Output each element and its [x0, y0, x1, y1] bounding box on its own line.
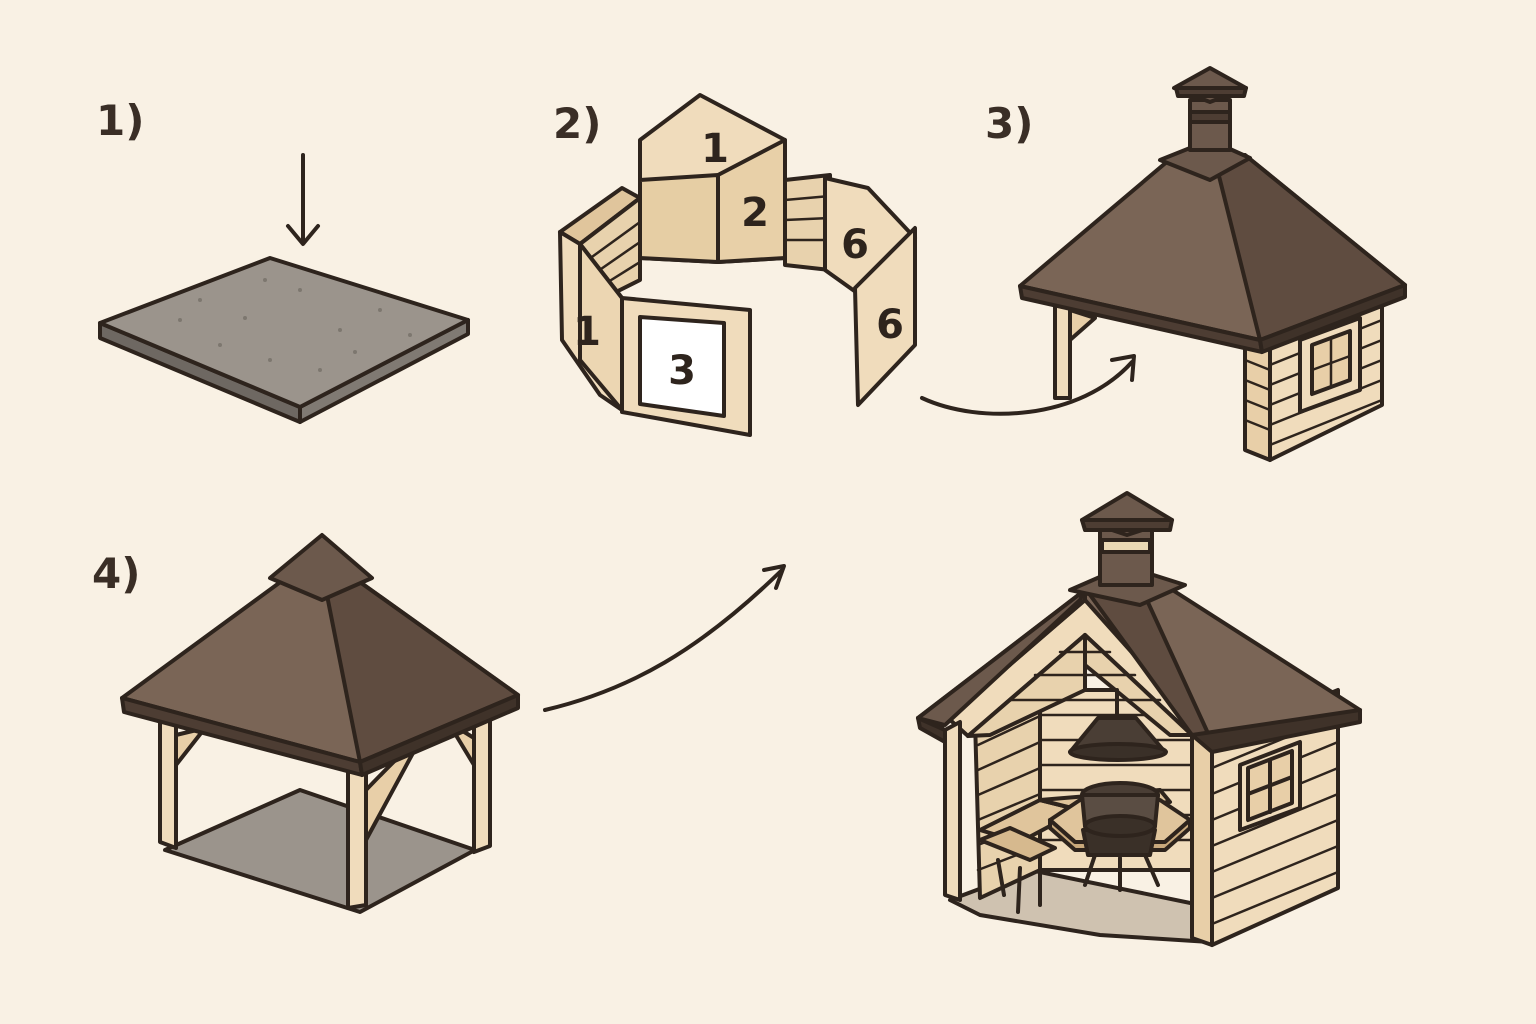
- step-1-foundation: 1): [96, 96, 470, 424]
- panel-number: 1: [573, 309, 601, 355]
- step-2-wall-panels: 2) 1 2 6 1 3: [553, 93, 917, 437]
- support-post: [346, 766, 368, 910]
- step-3-label: 3): [985, 99, 1033, 148]
- step-4-pavilion: 4): [92, 533, 520, 914]
- smoke-hood-icon: [1068, 688, 1168, 762]
- step-4-label: 4): [92, 549, 140, 598]
- concrete-slab: [98, 256, 470, 424]
- roof: [120, 533, 520, 777]
- panel-number: 6: [841, 222, 869, 268]
- curved-arrow-icon: [543, 564, 786, 712]
- down-arrow-icon: [286, 153, 320, 246]
- window-icon: [1238, 740, 1302, 832]
- curved-arrow-icon: [920, 354, 1136, 416]
- finished-grill-hut: [916, 491, 1362, 947]
- panel-number: 1: [701, 126, 729, 172]
- panel-number: 6: [876, 302, 904, 348]
- panel-number: 3: [668, 348, 696, 394]
- chimney-icon: [1172, 66, 1248, 152]
- panel-number: 2: [741, 190, 769, 236]
- roof: [1018, 138, 1407, 354]
- step-1-label: 1): [96, 96, 144, 145]
- grill-icon: [1080, 781, 1160, 892]
- chimney-icon: [1080, 491, 1174, 587]
- corner-post: [1190, 733, 1214, 947]
- support-post: [943, 720, 962, 902]
- wall-panel-front-right: [853, 226, 917, 407]
- concrete-floor: [163, 788, 477, 914]
- step-3-roof-walls: 3): [985, 66, 1407, 462]
- support-post: [1053, 294, 1072, 400]
- support-post: [158, 708, 178, 850]
- step-2-label: 2): [553, 99, 601, 148]
